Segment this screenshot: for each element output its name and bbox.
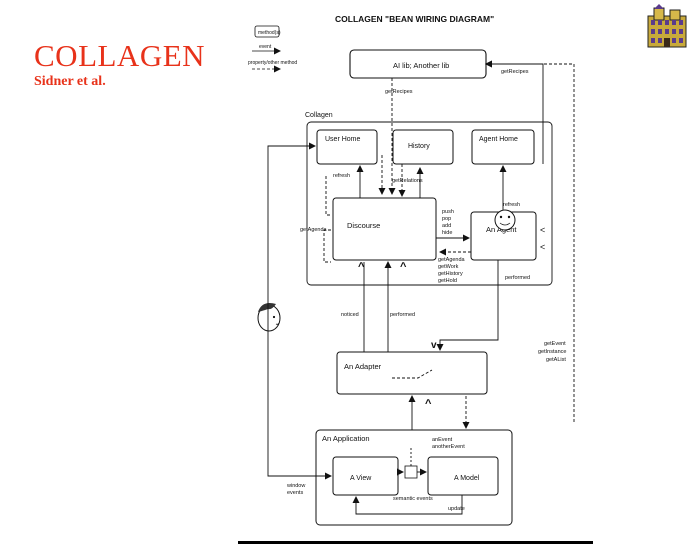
discourse-box: Discourse (332, 197, 437, 261)
user-face-icon (257, 303, 281, 332)
building-logo-icon (647, 4, 687, 48)
user-home-label: User Home (325, 136, 361, 143)
adapter-top-arrow: v (431, 340, 437, 351)
line-adapter-dashed-internal (392, 369, 433, 379)
event-anevent: anEvent (432, 437, 453, 443)
method-push: push (442, 209, 454, 215)
slide-subtitle: Sidner et al. (34, 74, 106, 89)
line-performed-agent (436, 260, 499, 351)
semantic-events-square (404, 465, 418, 479)
user-home-box: User Home (316, 129, 378, 165)
label-events: events (287, 490, 303, 496)
label-window: window (286, 483, 305, 489)
label-getagenda: getAgenda (300, 227, 328, 233)
collagen-group: Collagen (305, 112, 553, 286)
label-noticed: noticed (341, 312, 359, 318)
line-model-view-update (352, 495, 463, 515)
history-label: History (408, 143, 430, 150)
label-performed-mid: performed (390, 312, 415, 318)
method-add: add (442, 223, 451, 229)
adapter-bottom-arrow: ^ (425, 398, 432, 410)
an-adapter-label: An Adapter (344, 362, 382, 371)
a-model-box: A Model (427, 456, 499, 496)
agent-arrow-left-bottom: < (540, 242, 545, 252)
history-box: History (392, 129, 454, 165)
line-window-view (267, 338, 332, 480)
event-anotherevent: anotherEvent (432, 444, 465, 450)
query-getwork: getWork (438, 264, 459, 270)
label-getrelations: getRelations (392, 178, 423, 184)
line-refresh-left (325, 176, 331, 216)
method-getalist: getAList (546, 357, 566, 363)
connector-lines (267, 60, 575, 515)
agent-face-icon (494, 209, 516, 231)
a-view-box: A View (332, 456, 399, 496)
method-getinstance: getInstance (538, 349, 566, 355)
label-performed-right: performed (505, 275, 530, 281)
query-getagenda: getAgenda (438, 257, 466, 263)
line-getrecipes-dashed (485, 60, 575, 422)
label-getrecipes-top: getRecipes (501, 69, 529, 75)
an-application-label: An Application (322, 434, 370, 443)
method-getevent: getEvent (544, 341, 566, 347)
diagram-title: COLLAGEN "BEAN WIRING DIAGRAM" (335, 14, 494, 24)
label-semantic-events: semantic events (393, 496, 433, 502)
method-list: push pop add hide (442, 209, 454, 236)
label-refresh-right: refresh (503, 202, 520, 208)
an-adapter-box: An Adapter (336, 351, 488, 395)
ai-lib-label: AI lib; Another lib (393, 61, 449, 70)
legend: method(s) event property/other method (248, 25, 297, 73)
legend-method-box (254, 25, 280, 38)
method-pop: pop (442, 216, 451, 222)
query-gethold: getHold (438, 278, 457, 284)
query-gethistory: getHistory (438, 271, 463, 277)
label-refresh-left: refresh (333, 173, 350, 179)
collagen-group-label: Collagen (305, 112, 333, 119)
legend-method-label: method(s) (258, 30, 281, 36)
footer-rule (238, 541, 593, 544)
agent-home-box: Agent Home (471, 129, 535, 165)
a-model-label: A Model (454, 475, 480, 482)
line-getagenda (323, 229, 331, 263)
method-hide: hide (442, 230, 452, 236)
agent-home-label: Agent Home (479, 136, 518, 143)
ai-lib-box: AI lib; Another lib (349, 49, 487, 79)
query-list: getAgenda getWork getHistory getHold (438, 257, 466, 284)
agent-arrow-left-top: < (540, 225, 545, 235)
discourse-label: Discourse (347, 221, 380, 230)
legend-property-label: property/other method (248, 60, 297, 66)
adapter-method-list: getEvent getInstance getAList (538, 341, 566, 363)
line-face-userhome (267, 142, 316, 338)
discourse-arrow-left: ^ (358, 261, 365, 273)
legend-event-label: event (259, 44, 272, 50)
label-getrecipes-mid: getRecipes (385, 89, 413, 95)
discourse-arrow-right: ^ (400, 261, 407, 273)
slide-title: COLLAGEN (34, 38, 206, 73)
a-view-label: A View (350, 475, 372, 482)
label-update: update (448, 506, 465, 512)
